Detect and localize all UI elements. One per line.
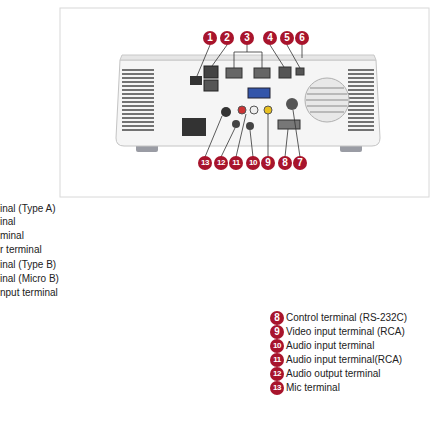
projector-body (116, 60, 380, 146)
part-name: Audio input terminal(RCA) (286, 354, 402, 366)
part-name: inal (Micro B) (0, 273, 59, 285)
audio-jack (246, 122, 254, 130)
port (190, 76, 202, 85)
vent (122, 70, 154, 130)
callout-number: 13 (198, 156, 212, 170)
callout-number: 8 (278, 156, 292, 170)
callout-number: 9 (270, 325, 284, 339)
usb-port (296, 68, 304, 75)
control-port (286, 98, 298, 110)
rca-jack (250, 106, 258, 114)
vent (348, 70, 374, 130)
hdmi-port (254, 68, 270, 78)
vga-port (248, 88, 270, 98)
speaker (305, 78, 349, 122)
power-socket (182, 118, 206, 136)
usb-port (204, 80, 218, 91)
part-name: r terminal (0, 244, 42, 256)
callout-number: 3 (240, 31, 254, 45)
audio-jack (232, 120, 240, 128)
callout-number: 11 (229, 156, 243, 170)
callout-number: 7 (293, 156, 307, 170)
callout-number: 9 (261, 156, 275, 170)
callout-number: 6 (295, 31, 309, 45)
usb-port (279, 67, 291, 78)
part-name: Control terminal (RS-232C) (286, 312, 407, 324)
frame (60, 8, 429, 197)
callout-number: 4 (263, 31, 277, 45)
part-name: Video input terminal (RCA) (286, 326, 405, 338)
part-name: Audio input terminal (286, 340, 374, 352)
lan-port (204, 66, 218, 78)
speaker-grille (306, 88, 348, 112)
callout-number: 1 (203, 31, 217, 45)
hdmi-port (226, 68, 242, 78)
part-name: Audio output terminal (286, 368, 381, 380)
leader-line (197, 45, 302, 157)
callout-number: 13 (270, 381, 284, 395)
callout-number: 2 (220, 31, 234, 45)
callout-number: 12 (270, 367, 284, 381)
rca-jack (238, 106, 246, 114)
part-name: inal (Type B) (0, 259, 56, 271)
rca-jack (264, 106, 272, 114)
callout-number: 5 (280, 31, 294, 45)
part-name: inal (Type A) (0, 203, 56, 215)
callout-number: 10 (246, 156, 260, 170)
part-name: nput terminal (0, 287, 58, 299)
part-name: inal (0, 216, 16, 228)
callout-number: 10 (270, 339, 284, 353)
mic-jack (221, 107, 231, 117)
serial-port (278, 120, 300, 129)
callout-number: 11 (270, 353, 284, 367)
callout-number: 12 (214, 156, 228, 170)
part-name: Mic terminal (286, 382, 340, 394)
callout-number: 8 (270, 311, 284, 325)
projector-top (120, 55, 376, 60)
part-name: minal (0, 230, 24, 242)
